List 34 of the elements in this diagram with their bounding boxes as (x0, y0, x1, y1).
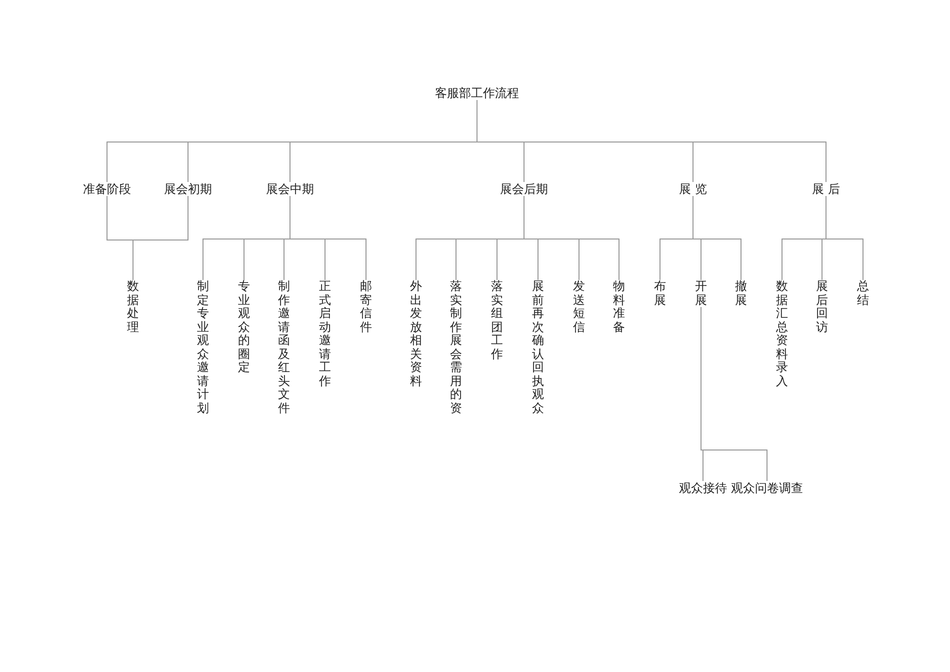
task-label: 专业观众的圈定 (238, 280, 250, 374)
connector-line (524, 196, 620, 280)
task-label: 数据汇总资料录入 (776, 280, 788, 388)
stage-label: 展 览 (679, 182, 707, 196)
task-label: 正式启动邀请工作 (319, 280, 331, 388)
connector-line (700, 306, 768, 482)
stage-label: 展会初期 (164, 182, 212, 196)
task-label: 物料准备 (613, 280, 625, 334)
subtask-label: 观众接待 (679, 481, 727, 495)
task-label: 外出发放相关资料 (410, 280, 422, 388)
stage-label: 准备阶段 (83, 182, 131, 196)
task-label: 制定专业观众邀请计划 (197, 280, 209, 415)
connector-line (826, 196, 864, 280)
task-label: 撤展 (735, 280, 747, 307)
connector-line (476, 100, 826, 182)
connector-line (290, 196, 366, 280)
task-label: 数据处理 (127, 280, 139, 334)
subtask-label: 观众问卷调查 (731, 481, 803, 495)
task-label: 制作邀请函及红头文件 (278, 280, 290, 415)
stage-label: 展会中期 (266, 182, 314, 196)
task-label: 展后回访 (816, 280, 828, 334)
task-label: 总结 (857, 280, 869, 307)
task-label: 落实组团工作 (491, 280, 503, 361)
task-label: 开展 (695, 280, 707, 307)
task-label: 落实制作展会需用的资 (450, 280, 462, 415)
stage-label: 展 后 (812, 182, 840, 196)
task-label: 布展 (654, 280, 666, 307)
task-label: 邮寄信件 (360, 280, 372, 334)
root-label: 客服部工作流程 (435, 86, 519, 100)
stage-label: 展会后期 (500, 182, 548, 196)
connector-line (692, 196, 742, 280)
task-label: 展前再次确认回执观众 (532, 280, 544, 415)
task-label: 发送短信 (573, 280, 585, 334)
connector-line (132, 196, 188, 280)
